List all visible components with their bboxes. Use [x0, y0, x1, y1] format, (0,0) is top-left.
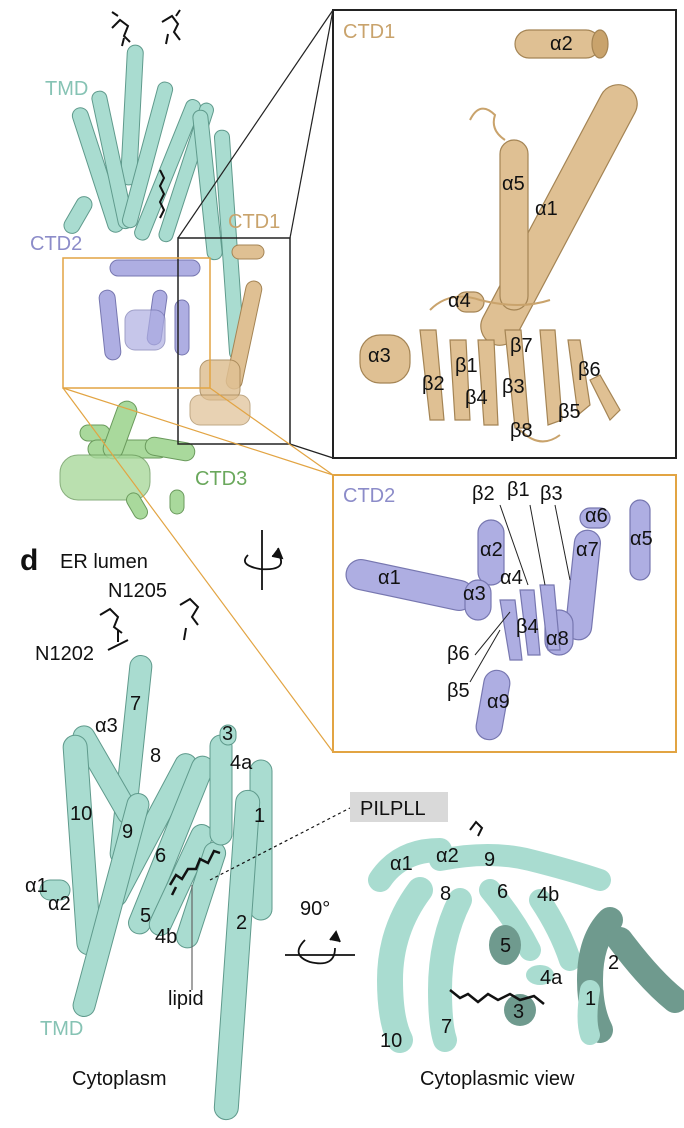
ctd2-label: β6	[447, 643, 470, 665]
pilpll-leader	[209, 807, 351, 881]
rotation-angle-label: 90°	[300, 898, 330, 920]
ctd1-label: α3	[368, 345, 391, 367]
ctd2-label: α3	[463, 583, 486, 605]
cyto-helix-label: 10	[380, 1030, 402, 1052]
panel-d-tmd-label: TMD	[40, 1018, 83, 1040]
ctd2-label: β1	[507, 479, 530, 501]
cyto-helix-label: 7	[441, 1016, 452, 1038]
ctd2-label: α8	[546, 628, 569, 650]
ctd1-label-group: α2 α5 α1 α4 α3 β1 β7 β2 β6 β4 β3 β5 β8	[368, 33, 601, 442]
inset-ctd1-title: CTD1	[343, 21, 395, 43]
ctd2-label-group: β2 β1 β3 α6 α5 α2 α7 α1 α4 α3 β4 α8 β6 β…	[378, 479, 653, 713]
helix-label: α3	[95, 715, 118, 737]
ctd2-detail	[345, 499, 651, 741]
ctd3-domain	[59, 400, 196, 520]
rotation-arrow-vertical	[244, 530, 284, 590]
overview-tmd-label: TMD	[45, 78, 88, 100]
glycan-stick-cyto	[469, 820, 484, 837]
ctd2-label: α9	[487, 691, 510, 713]
glycan-label-n1202: N1202	[35, 643, 94, 665]
helix-label: 6	[155, 845, 166, 867]
ctd1-label: β6	[578, 359, 601, 381]
ctd2-label: α6	[585, 505, 608, 527]
ctd1-label: β5	[558, 401, 581, 423]
overview-ctd1-label: CTD1	[228, 211, 280, 233]
ctd1-label: β7	[510, 335, 533, 357]
cyto-view-helices	[368, 838, 684, 1053]
ctd1-label: α2	[550, 33, 573, 55]
cyto-helix-label: α2	[436, 845, 459, 867]
cytoplasm-label: Cytoplasm	[72, 1068, 166, 1090]
ctd1-loops	[429, 107, 561, 443]
cyto-view-label-group: α1 α2 9 8 6 4b 5 4a 2 1 3 10 7	[380, 845, 619, 1052]
rotation-arrow-horizontal	[285, 930, 355, 965]
overview-ctd2-label: CTD2	[30, 233, 82, 255]
helix-label: 7	[130, 693, 141, 715]
tmd-side-helices	[39, 655, 273, 1121]
helix-label: 4b	[155, 926, 177, 948]
glycan-sticks-panel-d	[99, 597, 200, 651]
pilpll-label-box	[350, 792, 448, 822]
ctd1-label: β3	[502, 376, 525, 398]
glycan-sticks-top	[111, 9, 181, 47]
inset-ctd2-title: CTD2	[343, 485, 395, 507]
ctd2-label: α7	[576, 539, 599, 561]
er-lumen-label: ER lumen	[60, 551, 148, 573]
ctd2-label: α1	[378, 567, 401, 589]
cyto-helix-label: 8	[440, 883, 451, 905]
cyto-helix-label: 4a	[540, 967, 563, 989]
cyto-helix-label: 3	[513, 1001, 524, 1023]
helix-label: 8	[150, 745, 161, 767]
helix-label: α2	[48, 893, 71, 915]
helix-label: 5	[140, 905, 151, 927]
cyto-helix-label: α1	[390, 853, 413, 875]
helix-label: 3	[222, 723, 233, 745]
ctd1-label: β8	[510, 420, 533, 442]
helix-label: 10	[70, 803, 92, 825]
cyto-helix-label: 4b	[537, 884, 559, 906]
ctd2-label: β3	[540, 483, 563, 505]
helix-label: 9	[122, 821, 133, 843]
overview-ctd3-label: CTD3	[195, 468, 247, 490]
ctd1-label: β2	[422, 373, 445, 395]
cyto-helix-label: 1	[585, 988, 596, 1010]
ctd2-guide-lines	[469, 504, 571, 683]
ctd1-detail	[359, 29, 638, 429]
ctd1-label: α5	[502, 173, 525, 195]
helix-label: 4a	[230, 752, 253, 774]
ctd2-label: β5	[447, 680, 470, 702]
ctd1-label: β4	[465, 387, 488, 409]
ctd2-label: α2	[480, 539, 503, 561]
lipid-stick-overview	[158, 169, 166, 219]
lipid-stick-panel-d	[168, 849, 221, 896]
cyto-helix-label: 5	[500, 935, 511, 957]
cyto-helix-label: 2	[608, 952, 619, 974]
cyto-helix-label: 9	[484, 849, 495, 871]
helix-label: 2	[236, 912, 247, 934]
lipid-stick-cyto	[449, 989, 545, 1005]
cyto-helix-label: 6	[497, 881, 508, 903]
panel-letter: d	[20, 544, 38, 577]
pilpll-label: PILPLL	[360, 798, 426, 820]
tmd-side-label-group: 7 α3 3 8 4a 10 9 1 6 α1 α2 5 2 4b	[25, 693, 265, 948]
ctd1-label: α4	[448, 290, 471, 312]
ctd1-label: α1	[535, 198, 558, 220]
helix-label: α1	[25, 875, 48, 897]
ctd2-label: α5	[630, 528, 653, 550]
inset-connectors	[62, 9, 334, 753]
ctd2-domain	[98, 259, 201, 361]
glycan-label-n1205: N1205	[108, 580, 167, 602]
ctd2-label: α4	[500, 567, 523, 589]
overview-structure	[59, 9, 265, 520]
ctd1-label: β1	[455, 355, 478, 377]
ctd2-selection-box	[62, 257, 211, 389]
lipid-label: lipid	[168, 988, 204, 1010]
tmd-helices	[63, 44, 246, 361]
ctd1-selection-box	[177, 237, 291, 445]
cyto-view-caption: Cytoplasmic view	[420, 1068, 575, 1090]
ctd2-label: β4	[516, 616, 539, 638]
helix-label: 1	[254, 805, 265, 827]
ctd2-label: β2	[472, 483, 495, 505]
